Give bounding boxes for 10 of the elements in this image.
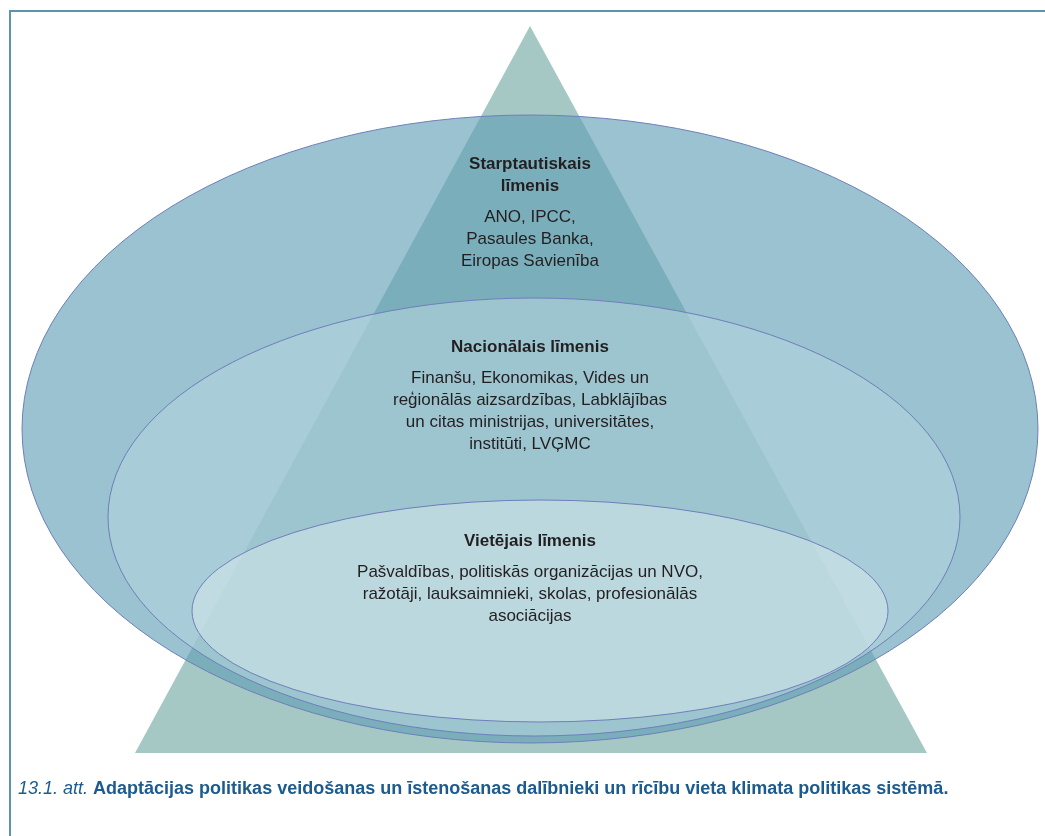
level-heading: Nacionālais līmenis [450,336,610,358]
level-members: ANO, IPCC, Pasaules Banka, Eiropas Savienība [460,206,600,272]
level-ellipse [108,298,960,736]
figure-caption: 13.1. att. Adaptācijas politikas veidošanas un īstenošanas dalībnieki un rīcību vieta klimata politikas sistēmā. [18,777,950,800]
level-ellipse [192,500,888,722]
level-heading: Starptautiskais līmenis [468,153,592,197]
level-ellipse [22,115,1038,743]
level-members: Finanšu, Ekonomikas, Vides un reģionālās aizsardzības, Labklājības un citas ministrijas, universitātes, institūti, LVĢMC [391,367,669,455]
level-heading: Vietējais līmenis [463,530,597,552]
level-members: Pašvaldības, politiskās organizācijas un NVO, ražotāji, lauksaimnieki, skolas, profesionālās asociācijas [356,561,704,627]
